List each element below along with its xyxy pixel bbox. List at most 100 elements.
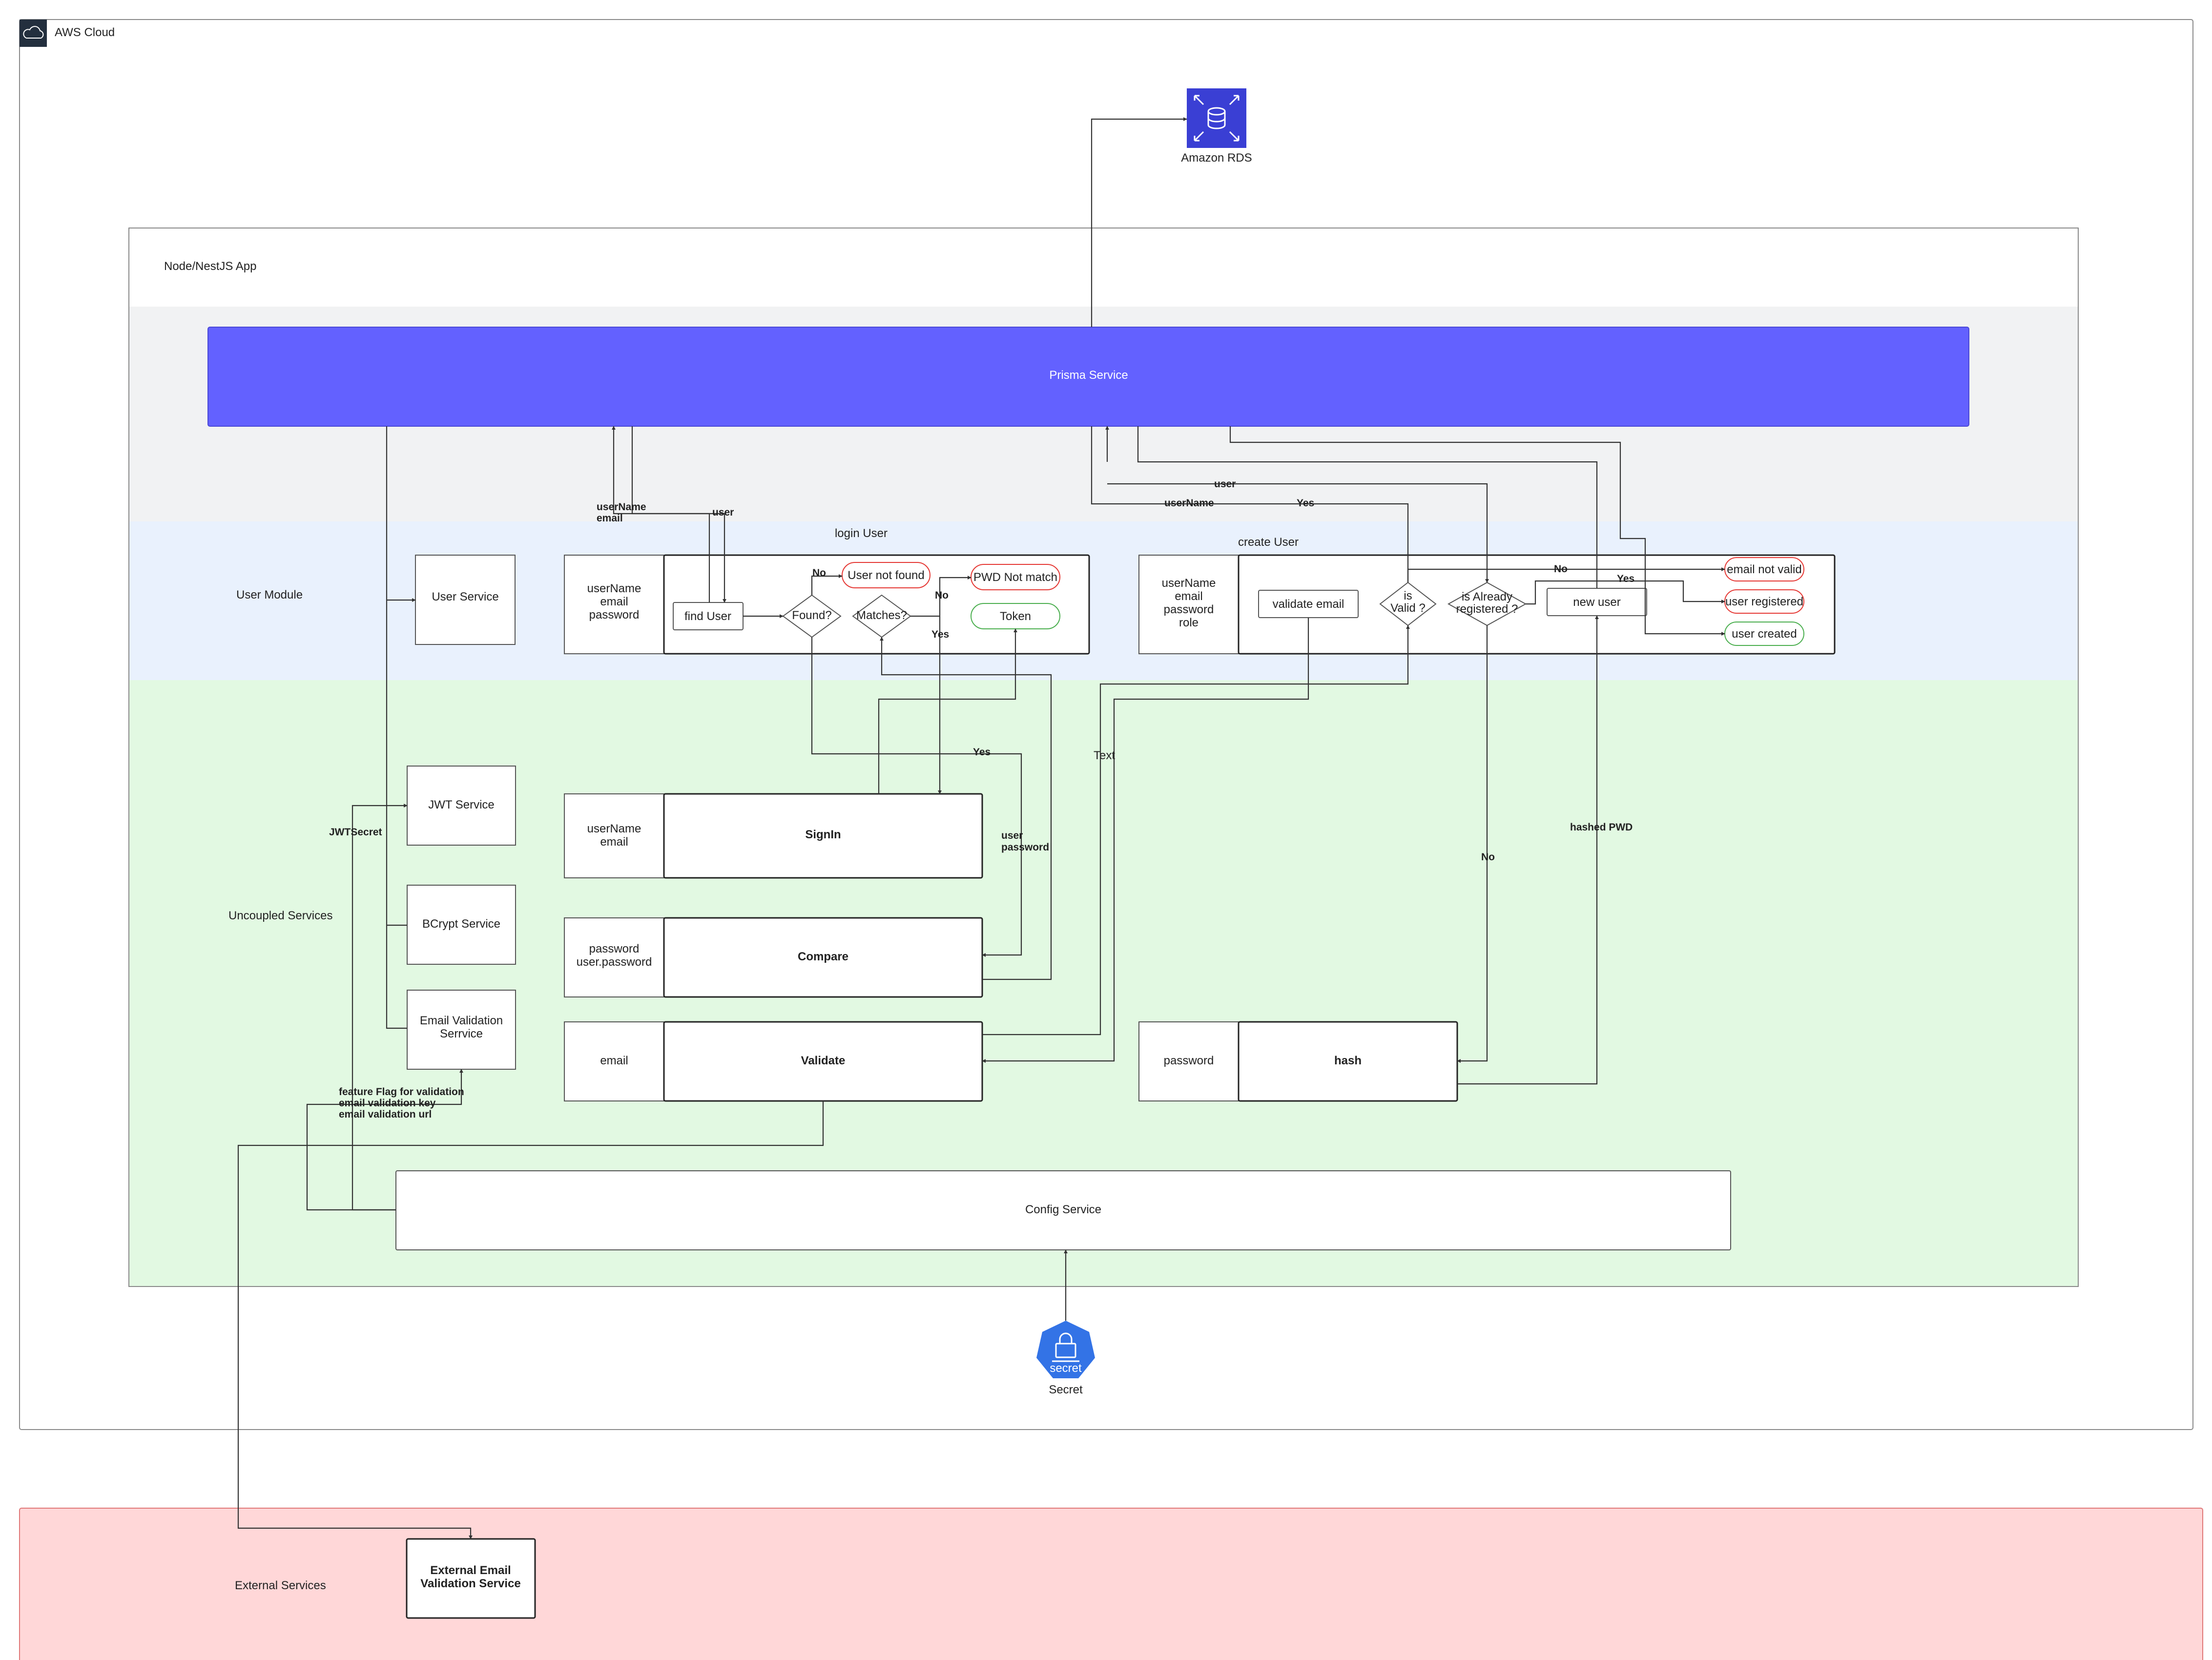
compare-label: Compare bbox=[798, 950, 848, 963]
pwd-not-match-label: PWD Not match bbox=[973, 571, 1057, 584]
login-input-username: userName bbox=[587, 582, 641, 595]
edge-label-hashed-pwd: hashed PWD bbox=[1570, 822, 1633, 833]
connectors bbox=[237, 117, 1725, 1539]
create-input-role: role bbox=[1179, 616, 1199, 629]
prisma-to-rds-edge bbox=[1091, 117, 1187, 327]
edge-label-registered-no: No bbox=[1481, 851, 1495, 863]
user-registered-label: user registered bbox=[1725, 595, 1803, 608]
prisma-to-find-user-edge bbox=[631, 426, 726, 603]
user-not-found-label: User not found bbox=[848, 569, 924, 582]
validate-inputs-box bbox=[564, 1021, 664, 1101]
jwt-service-box bbox=[407, 766, 516, 846]
external-email-line2: Validation Service bbox=[420, 1577, 520, 1590]
external-email-line1: External Email bbox=[430, 1564, 511, 1577]
is-registered-query-edge bbox=[1091, 426, 1409, 582]
validate-to-external-edge bbox=[237, 1101, 824, 1539]
is-registered-line1: is Already bbox=[1462, 590, 1512, 603]
edge-label-user-login: user bbox=[712, 507, 734, 518]
validate-email-label: validate email bbox=[1273, 598, 1344, 611]
edge-label-matches-yes: Yes bbox=[931, 629, 949, 640]
prisma-user-to-registered-edge bbox=[1107, 483, 1489, 583]
secret-hexagon bbox=[1036, 1321, 1095, 1378]
is-valid-line2: Valid ? bbox=[1390, 602, 1426, 615]
compare-to-matches-edge bbox=[880, 637, 1052, 980]
login-inputs-box bbox=[564, 555, 664, 654]
create-input-username: userName bbox=[1162, 577, 1216, 590]
hash-to-new-user-edge bbox=[1457, 615, 1599, 1085]
found-yes-edge bbox=[811, 637, 1022, 957]
edge-label-username-create: userName bbox=[1164, 498, 1214, 509]
hash-label: hash bbox=[1334, 1054, 1362, 1067]
edge-label-found-no: No bbox=[812, 567, 826, 579]
external-services-lane bbox=[19, 1508, 2203, 1660]
is-valid-line1: is bbox=[1404, 589, 1412, 602]
aws-cloud-label: AWS Cloud bbox=[55, 26, 115, 39]
signin-to-token-edge bbox=[878, 628, 1017, 794]
signin-input-username: userName bbox=[587, 822, 641, 835]
edge-label-jwt-secret: JWTSecret bbox=[329, 827, 382, 838]
edge-label-validation-url: email validation url bbox=[339, 1109, 432, 1120]
token-label: Token bbox=[1000, 610, 1031, 623]
edge-label-found-yes: Yes bbox=[973, 747, 991, 758]
matches-no-edge bbox=[910, 576, 972, 617]
email-not-valid-label: email not valid bbox=[1727, 563, 1801, 576]
nestjs-app-label: Node/NestJS App bbox=[164, 260, 256, 273]
edge-label-feature-flag: feature Flag for validation bbox=[339, 1086, 464, 1098]
found-no-edge bbox=[811, 574, 843, 595]
found-label: Found? bbox=[792, 609, 831, 622]
edge-label-user-compare: user bbox=[1001, 830, 1023, 841]
create-input-password: password bbox=[1164, 603, 1214, 616]
edge-label-yes-create: Yes bbox=[1297, 498, 1314, 509]
validate-to-is-valid-edge bbox=[982, 625, 1410, 1036]
secret-badge: secret bbox=[1050, 1362, 1082, 1375]
validate-label: Validate bbox=[801, 1054, 846, 1067]
email-validation-line1: Email Validation bbox=[420, 1014, 503, 1027]
compare-inputs-box bbox=[564, 917, 664, 997]
uncoupled-services-label: Uncoupled Services bbox=[228, 909, 332, 922]
edge-label-username: userName bbox=[597, 501, 646, 513]
signin-input-email: email bbox=[600, 835, 628, 849]
is-registered-yes-edge bbox=[1526, 580, 1725, 605]
prisma-to-user-created-edge bbox=[1229, 426, 1725, 636]
hash-inputs-box bbox=[1138, 1021, 1239, 1101]
create-input-email: email bbox=[1175, 590, 1202, 603]
edge-label-password-compare: password bbox=[1001, 842, 1049, 853]
edge-label-user-create: user bbox=[1214, 478, 1236, 490]
prisma-service bbox=[207, 327, 1969, 427]
signin-inputs-box bbox=[564, 793, 664, 878]
edge-label-valid-no: No bbox=[1554, 563, 1568, 575]
bcrypt-service-box bbox=[407, 885, 516, 965]
create-user-title: create User bbox=[1238, 536, 1299, 549]
is-valid-no-edge bbox=[1407, 567, 1725, 582]
user-service-label: User Service bbox=[432, 590, 498, 603]
is-registered-no-edge bbox=[1457, 625, 1488, 1063]
edge-label-matches-no: No bbox=[935, 590, 949, 601]
database-icon bbox=[1194, 95, 1240, 142]
new-user-label: new user bbox=[1573, 596, 1620, 609]
email-validation-service-box bbox=[407, 990, 516, 1070]
bcrypt-service-label: BCrypt Service bbox=[422, 917, 500, 931]
login-input-email: email bbox=[600, 595, 628, 608]
compare-input-password: password bbox=[589, 942, 640, 955]
create-inputs-box bbox=[1138, 555, 1239, 654]
edge-label-validation-key: email validation key bbox=[339, 1098, 436, 1109]
hash-input-password: password bbox=[1164, 1054, 1214, 1067]
user-module-label: User Module bbox=[236, 588, 303, 602]
cloud-icon-glyph bbox=[23, 26, 44, 39]
jwt-service-label: JWT Service bbox=[428, 798, 495, 811]
prisma-to-new-user-edge bbox=[1137, 426, 1598, 588]
services-bus-line bbox=[386, 426, 407, 1029]
external-services-label: External Services bbox=[235, 1579, 326, 1592]
config-to-email-validation-edge bbox=[306, 1069, 463, 1211]
prisma-service-label: Prisma Service bbox=[1049, 369, 1128, 382]
is-registered-line2: registered ? bbox=[1456, 602, 1518, 616]
email-validation-line2: Serrvice bbox=[440, 1027, 483, 1040]
floating-text-label: Text bbox=[1094, 749, 1115, 762]
matches-label: Matches? bbox=[856, 609, 907, 622]
signin-label: SignIn bbox=[805, 828, 841, 841]
find-user-label: find User bbox=[684, 610, 731, 623]
create-flow-box bbox=[1238, 554, 1836, 655]
validate-input-email: email bbox=[600, 1054, 628, 1067]
compare-input-userpassword: user.password bbox=[577, 955, 652, 969]
lock-icon bbox=[1052, 1332, 1079, 1362]
